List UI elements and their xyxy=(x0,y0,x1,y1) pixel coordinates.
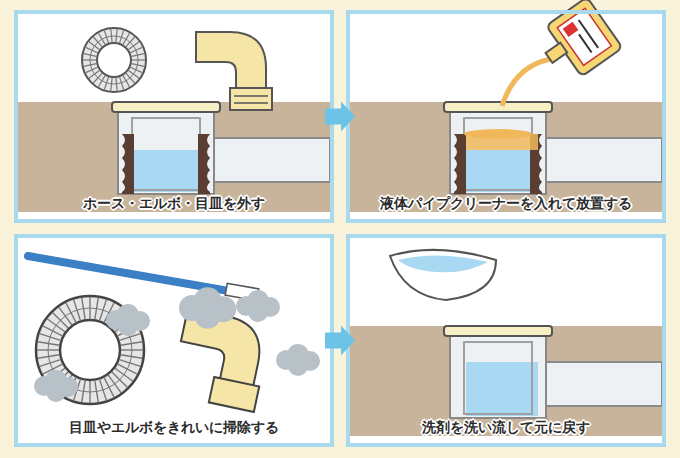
step-panel: ホース・エルボ・目皿を外す xyxy=(14,10,334,223)
step-arrow xyxy=(325,326,355,356)
step-caption: 液体パイプクリーナーを入れて放置する xyxy=(350,195,662,213)
step-panel: 目皿やエルボをきれいに掃除する xyxy=(14,234,334,447)
arrow-shape xyxy=(325,326,355,356)
step-panel: 液体パイプクリーナーを入れて放置する xyxy=(346,10,666,223)
step-caption: ホース・エルボ・目皿を外す xyxy=(18,195,330,213)
step-panel: 洗剤を洗い流して元に戻す xyxy=(346,234,666,447)
step-caption: 洗剤を洗い流して元に戻す xyxy=(350,419,662,437)
step-caption: 目皿やエルボをきれいに掃除する xyxy=(18,419,330,437)
arrow-shape xyxy=(325,102,355,132)
step-arrow xyxy=(325,102,355,132)
